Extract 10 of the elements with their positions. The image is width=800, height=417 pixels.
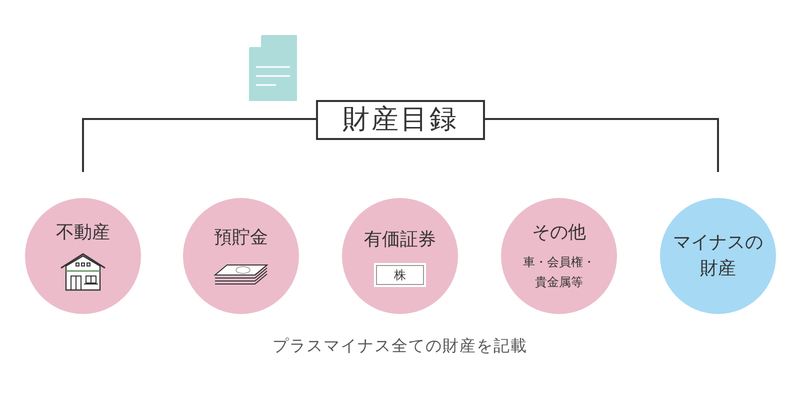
stock-certificate: 株	[376, 265, 424, 285]
category-label: 不動産	[56, 221, 110, 245]
caption: プラスマイナス全ての財産を記載	[272, 336, 528, 357]
title-box	[316, 100, 485, 140]
title-text: 財産目録	[342, 104, 458, 136]
category-label: 有価証券	[364, 228, 436, 252]
category-label: 預貯金	[214, 226, 268, 250]
category-label: その他	[532, 221, 586, 245]
category-label: マイナスの財産	[672, 231, 764, 281]
category-note: 車・会員権・貴金属等	[522, 254, 596, 291]
